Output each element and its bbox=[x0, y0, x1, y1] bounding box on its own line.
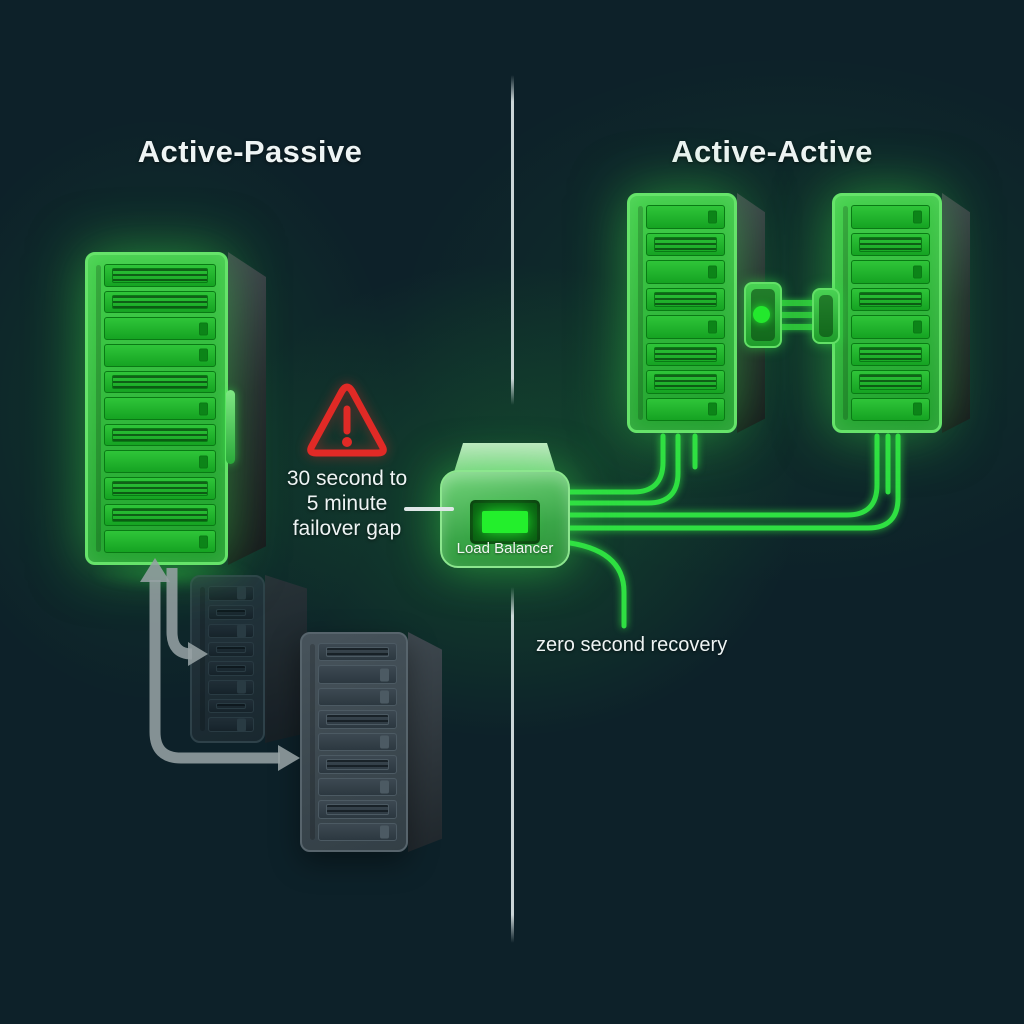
server-rack-passive-standby-2 bbox=[300, 632, 442, 852]
load-balancer-screen-glow bbox=[482, 511, 528, 533]
server-bay-vent bbox=[646, 287, 725, 311]
server-front-panel bbox=[832, 193, 942, 433]
cluster-connector-right bbox=[812, 288, 840, 344]
server-bay-plain bbox=[208, 623, 254, 639]
failover-gap-note: 30 second to 5 minute failover gap bbox=[240, 466, 454, 541]
lb-link-line-3 bbox=[563, 433, 880, 518]
server-bay-plain bbox=[646, 260, 725, 284]
server-bay-plain bbox=[851, 397, 930, 421]
lb-link-line-2 bbox=[563, 433, 681, 506]
server-rack-passive-standby-1 bbox=[190, 575, 307, 743]
server-bay-vent bbox=[851, 232, 930, 256]
server-bay-vent bbox=[208, 698, 254, 714]
server-bay-vent bbox=[208, 642, 254, 657]
server-front-panel bbox=[627, 193, 737, 433]
load-balancer-device: Load Balancer bbox=[440, 443, 570, 568]
failover-arrow-short bbox=[166, 568, 193, 660]
server-bay-plain bbox=[104, 397, 216, 420]
server-front-panel bbox=[85, 252, 228, 565]
connector-status-led bbox=[753, 306, 770, 323]
server-bay-vent bbox=[318, 643, 397, 662]
failover-gap-line-3: failover gap bbox=[292, 517, 402, 540]
lb-link-line-4 bbox=[563, 433, 901, 531]
server-bay-vent bbox=[646, 370, 725, 394]
zero-recovery-note: zero second recovery bbox=[536, 634, 728, 656]
server-bay-vent bbox=[318, 710, 397, 729]
server-bay-vent bbox=[318, 800, 397, 819]
load-balancer-label: Load Balancer bbox=[456, 540, 554, 557]
server-bay-plain bbox=[104, 317, 216, 340]
server-bay-plain bbox=[318, 665, 397, 684]
section-divider-bottom bbox=[511, 587, 514, 943]
server-bay-plain bbox=[318, 732, 397, 752]
server-bay-vent bbox=[104, 290, 216, 314]
server-bay-vent bbox=[851, 287, 930, 311]
section-divider-top bbox=[511, 75, 514, 405]
server-front-panel bbox=[190, 575, 265, 743]
server-bay-plain bbox=[318, 777, 397, 797]
server-side-panel bbox=[408, 632, 442, 852]
server-bay-plain bbox=[851, 315, 930, 339]
lb-recovery-line bbox=[560, 539, 627, 629]
server-bay-plain bbox=[318, 687, 397, 707]
lb-link-line-1 bbox=[563, 433, 666, 495]
server-bay-vent bbox=[851, 342, 930, 366]
load-balancer-body: Load Balancer bbox=[440, 470, 570, 568]
server-bay-vent bbox=[318, 755, 397, 774]
server-bay-plain bbox=[104, 450, 216, 474]
right-section-title: Active-Active bbox=[671, 134, 873, 169]
server-bay-plain bbox=[208, 586, 254, 601]
server-bay-vent bbox=[208, 661, 254, 676]
server-bay-plain bbox=[646, 397, 725, 421]
server-bay-plain bbox=[104, 343, 216, 367]
server-bay-plain bbox=[851, 205, 930, 229]
server-side-panel bbox=[942, 193, 970, 433]
server-front-panel bbox=[300, 632, 408, 852]
server-bay-plain bbox=[646, 205, 725, 229]
server-bay-plain bbox=[851, 260, 930, 284]
arrow-right-head-short bbox=[188, 642, 208, 666]
warning-exclamation-dot bbox=[342, 437, 352, 447]
failover-gap-line-1: 30 second to bbox=[286, 467, 408, 490]
server-bay-vent bbox=[104, 423, 216, 447]
server-bay-vent bbox=[104, 264, 216, 287]
server-bay-vent bbox=[104, 503, 216, 527]
load-balancer-screen bbox=[470, 500, 540, 544]
server-bay-vent bbox=[646, 342, 725, 366]
server-bay-vent bbox=[646, 232, 725, 256]
server-handle bbox=[226, 389, 235, 464]
left-section-title: Active-Passive bbox=[137, 134, 363, 169]
server-rack-active-primary bbox=[85, 252, 266, 565]
arrow-up-head bbox=[140, 558, 170, 582]
warning-triangle-icon bbox=[307, 383, 387, 457]
failover-return-arrow-shaft bbox=[149, 580, 280, 764]
server-bay-plain bbox=[104, 530, 216, 554]
server-bay-plain bbox=[208, 679, 254, 695]
server-bay-vent bbox=[208, 604, 254, 620]
server-rack-active-node-2 bbox=[832, 193, 970, 433]
arrow-right-head-long bbox=[278, 745, 300, 771]
failover-gap-line-2: 5 minute bbox=[306, 492, 388, 515]
connector-inset bbox=[819, 295, 833, 337]
server-rack-active-node-1 bbox=[627, 193, 765, 433]
server-bay-plain bbox=[318, 822, 397, 841]
server-bay-plain bbox=[208, 717, 254, 732]
server-bay-vent bbox=[851, 370, 930, 394]
server-bay-plain bbox=[646, 315, 725, 339]
server-bay-vent bbox=[104, 477, 216, 500]
server-bay-vent bbox=[104, 370, 216, 394]
